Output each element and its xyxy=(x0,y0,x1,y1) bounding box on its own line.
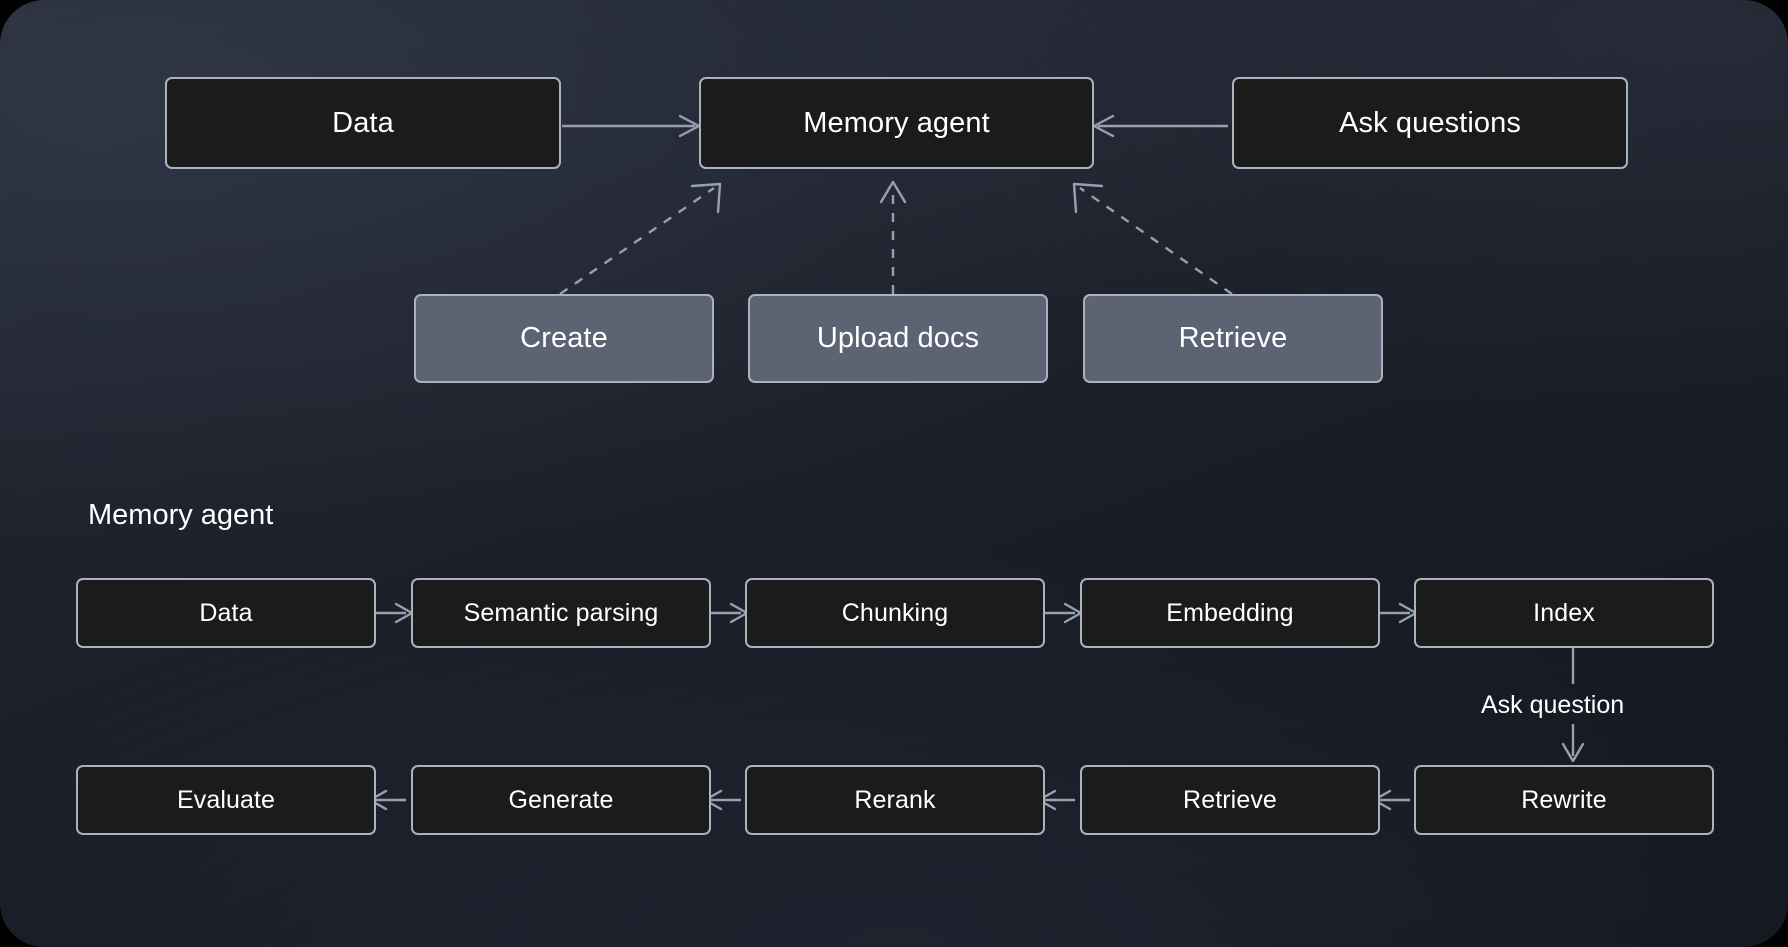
edge-chunking-to-embedding xyxy=(1045,602,1083,624)
node-pipeline-chunking[interactable]: Chunking xyxy=(745,578,1045,648)
edge-label-ask-question: Ask question xyxy=(1481,691,1625,719)
node-label: Embedding xyxy=(1166,598,1294,627)
node-label: Ask questions xyxy=(1339,106,1521,139)
node-label: Rerank xyxy=(854,785,936,814)
node-pipeline-index[interactable]: Index xyxy=(1414,578,1714,648)
node-pipeline-retrieve[interactable]: Retrieve xyxy=(1080,765,1380,835)
node-label: Semantic parsing xyxy=(463,598,659,627)
node-upload-docs[interactable]: Upload docs xyxy=(748,294,1048,383)
node-pipeline-generate[interactable]: Generate xyxy=(411,765,711,835)
node-label: Evaluate xyxy=(176,785,276,814)
node-label: Chunking xyxy=(841,598,949,627)
edge-data-to-semantic-parsing xyxy=(376,602,414,624)
node-pipeline-semantic-parsing[interactable]: Semantic parsing xyxy=(411,578,711,648)
edge-upload-docs-to-memory-agent xyxy=(879,180,907,294)
node-data-overview[interactable]: Data xyxy=(165,77,561,169)
node-label: Upload docs xyxy=(816,322,980,354)
node-pipeline-data[interactable]: Data xyxy=(76,578,376,648)
edge-data-to-memory-agent xyxy=(562,114,701,138)
edge-ask-questions-to-memory-agent xyxy=(1092,114,1228,138)
node-label: Data xyxy=(199,598,253,627)
node-label: Retrieve xyxy=(1178,322,1288,354)
edge-create-to-memory-agent xyxy=(559,182,722,295)
node-ask-questions[interactable]: Ask questions xyxy=(1232,77,1628,169)
node-pipeline-evaluate[interactable]: Evaluate xyxy=(76,765,376,835)
section-title-memory-agent: Memory agent xyxy=(88,499,274,531)
edge-semantic-parsing-to-chunking xyxy=(711,602,749,624)
node-memory-agent[interactable]: Memory agent xyxy=(699,77,1094,169)
node-label: Rewrite xyxy=(1521,785,1607,814)
node-create[interactable]: Create xyxy=(414,294,714,383)
node-label: Data xyxy=(332,106,394,139)
node-label: Generate xyxy=(508,785,614,814)
node-label: Retrieve xyxy=(1183,785,1277,814)
node-pipeline-embedding[interactable]: Embedding xyxy=(1080,578,1380,648)
edge-embedding-to-index xyxy=(1380,602,1418,624)
node-pipeline-rerank[interactable]: Rerank xyxy=(745,765,1045,835)
node-label: Memory agent xyxy=(803,106,990,139)
node-label: Create xyxy=(520,322,608,354)
node-retrieve-overview[interactable]: Retrieve xyxy=(1083,294,1383,383)
node-pipeline-rewrite[interactable]: Rewrite xyxy=(1414,765,1714,835)
edge-retrieve-to-memory-agent xyxy=(1072,182,1233,295)
node-label: Index xyxy=(1533,598,1595,627)
